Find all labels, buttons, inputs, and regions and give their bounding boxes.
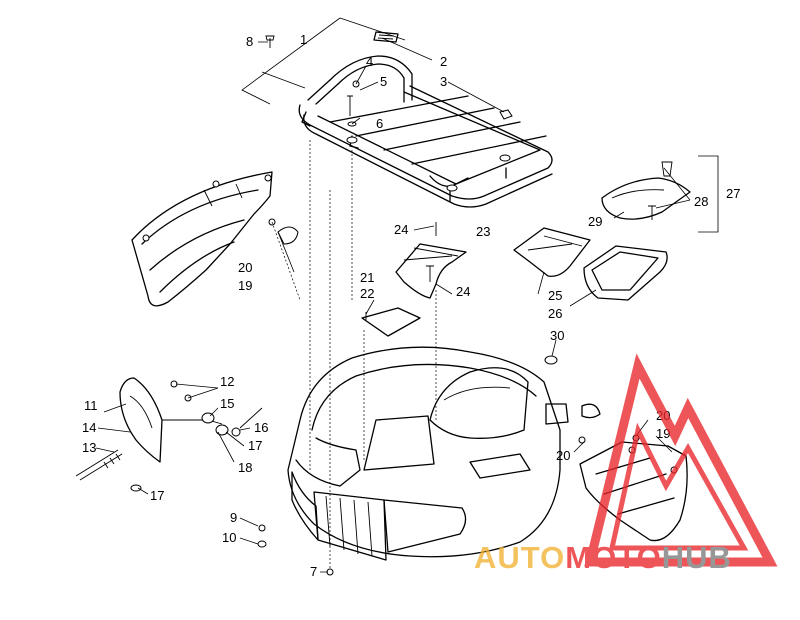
callout-27: 27 (726, 186, 740, 201)
callout-2: 2 (440, 54, 447, 69)
callout-7: 7 (310, 564, 317, 579)
callout-6: 6 (376, 116, 383, 131)
callout-21: 21 (360, 270, 374, 285)
watermark-triangle-outer (584, 353, 778, 567)
callout-1: 1 (300, 32, 307, 47)
callout-22: 22 (360, 286, 374, 301)
automotohub-watermark: AUTOMOTOHUB (474, 353, 778, 575)
seat-cover (601, 155, 719, 233)
rack-assembly (241, 17, 553, 208)
front-body (287, 346, 640, 561)
callout-5: 5 (380, 74, 387, 89)
callout-20-right-lower: 20 (556, 448, 570, 463)
callout-17-lower: 17 (150, 488, 164, 503)
callout-23: 23 (476, 224, 490, 239)
watermark-logo-text: AUTOMOTOHUB (474, 540, 732, 575)
leader-lines (95, 37, 691, 573)
callout-19-left: 19 (238, 278, 252, 293)
callout-10: 10 (222, 530, 236, 545)
watermark-hub: HUB (662, 540, 732, 575)
callout-16: 16 (254, 420, 268, 435)
callout-3: 3 (440, 74, 447, 89)
callout-14: 14 (82, 420, 96, 435)
callout-25: 25 (548, 288, 562, 303)
callout-15: 15 (220, 396, 234, 411)
storage-box (513, 227, 668, 301)
callout-24-upper: 24 (394, 222, 408, 237)
callout-8: 8 (246, 34, 253, 49)
left-side-panel (131, 171, 299, 307)
watermark-auto: AUTO (474, 540, 565, 575)
callout-9: 9 (230, 510, 237, 525)
callout-13: 13 (82, 440, 96, 455)
callout-12: 12 (220, 374, 234, 389)
callout-17-upper: 17 (248, 438, 262, 453)
callout-30: 30 (550, 328, 564, 343)
watermark-moto: MOTO (565, 540, 661, 575)
callout-20-left: 20 (238, 260, 252, 275)
callout-labels: 1 2 3 4 5 6 7 8 9 10 11 12 13 14 15 16 1… (82, 32, 740, 579)
callout-29: 29 (588, 214, 602, 229)
alignment-lines (271, 140, 437, 568)
watermark-triangle-inner (608, 422, 749, 551)
callout-11: 11 (84, 398, 98, 413)
center-panel (361, 222, 467, 337)
callout-26: 26 (548, 306, 562, 321)
callout-18: 18 (238, 460, 252, 475)
callout-28: 28 (694, 194, 708, 209)
callout-24-lower: 24 (456, 284, 470, 299)
callout-4: 4 (366, 54, 373, 69)
